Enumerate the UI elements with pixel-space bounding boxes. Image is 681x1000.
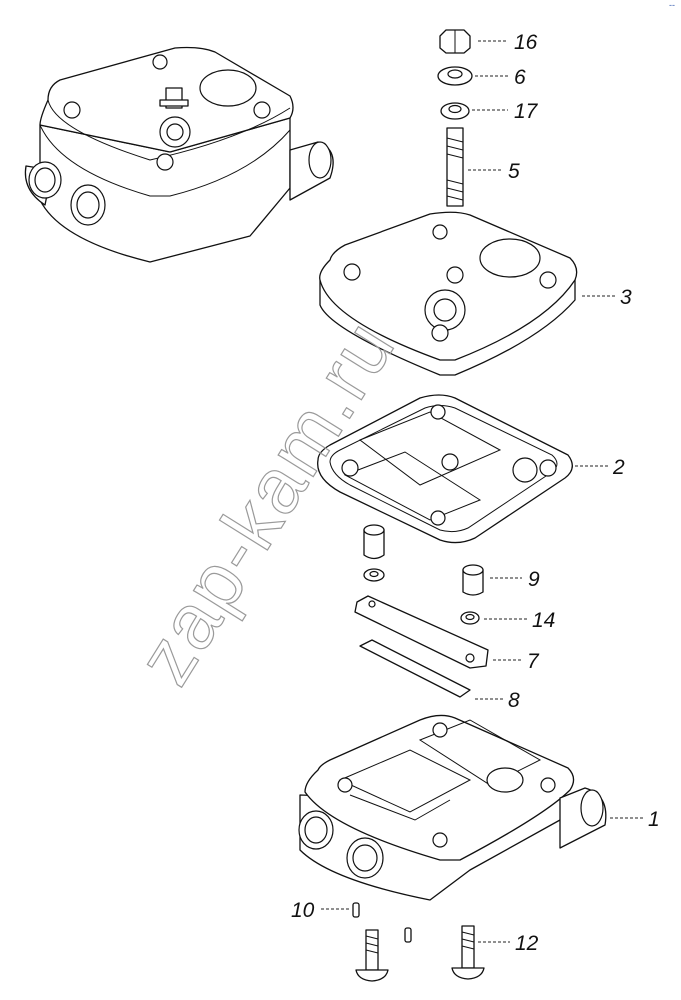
callout-2: 2 (612, 456, 625, 479)
callout-17: 17 (514, 100, 539, 123)
bolt-left (355, 929, 389, 982)
sleeve-part-9 (462, 564, 484, 596)
assembled-head (24, 46, 334, 263)
callout-1: 1 (648, 808, 660, 831)
callout-5: 5 (508, 160, 520, 183)
callout-8: 8 (508, 689, 520, 712)
callout-3: 3 (620, 286, 632, 309)
callout-10: 10 (291, 899, 315, 922)
pin-lower (404, 927, 412, 943)
stud-part-5 (446, 127, 464, 207)
sleeve-part-9-left (363, 524, 385, 560)
cylinder-body-part-1 (298, 714, 607, 901)
pin-part-10 (352, 902, 360, 918)
callout-12: 12 (515, 932, 539, 955)
washer-part-6 (437, 66, 473, 86)
callout-14: 14 (532, 609, 555, 632)
bolt-part-12 (451, 925, 485, 980)
spring-washer-part-17 (440, 102, 470, 120)
gasket-part-2 (317, 394, 573, 544)
valve-strip-part-8 (359, 639, 471, 698)
washer-part-14 (460, 611, 480, 625)
valve-plate-part-7 (354, 595, 489, 669)
washer-left (363, 568, 385, 582)
corner-mark: ‑‑ (669, 0, 675, 10)
callout-16: 16 (514, 31, 538, 54)
callout-7: 7 (527, 650, 540, 673)
callout-9: 9 (528, 568, 540, 591)
callout-6: 6 (514, 66, 526, 89)
cover-plate-part-3 (319, 211, 578, 376)
nut-part-16 (439, 29, 471, 54)
